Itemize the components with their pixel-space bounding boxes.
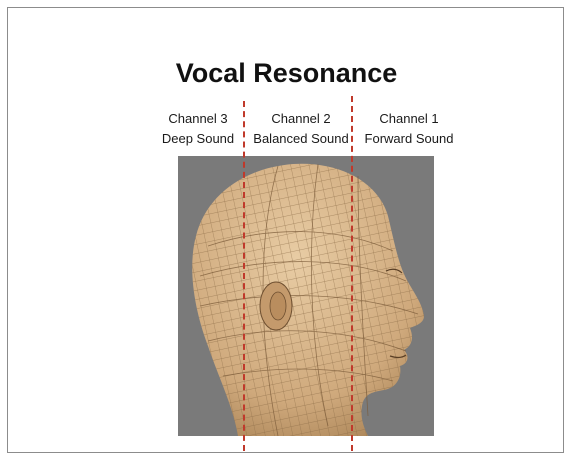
channel-2-desc: Balanced Sound [246, 129, 356, 149]
channel-3-label: Channel 3 Deep Sound [148, 109, 248, 149]
ear-detail [260, 282, 292, 330]
channel-divider-right [351, 96, 353, 451]
channel-1-name: Channel 1 [354, 109, 464, 129]
head-wireframe-image [178, 156, 434, 436]
slide: Vocal Resonance Channel 3 Deep Sound Cha… [7, 7, 564, 453]
channel-3-desc: Deep Sound [148, 129, 248, 149]
slide-title: Vocal Resonance [8, 58, 565, 89]
channel-divider-left [243, 101, 245, 451]
channel-2-label: Channel 2 Balanced Sound [246, 109, 356, 149]
channel-3-name: Channel 3 [148, 109, 248, 129]
channel-2-name: Channel 2 [246, 109, 356, 129]
channel-1-label: Channel 1 Forward Sound [354, 109, 464, 149]
channel-1-desc: Forward Sound [354, 129, 464, 149]
